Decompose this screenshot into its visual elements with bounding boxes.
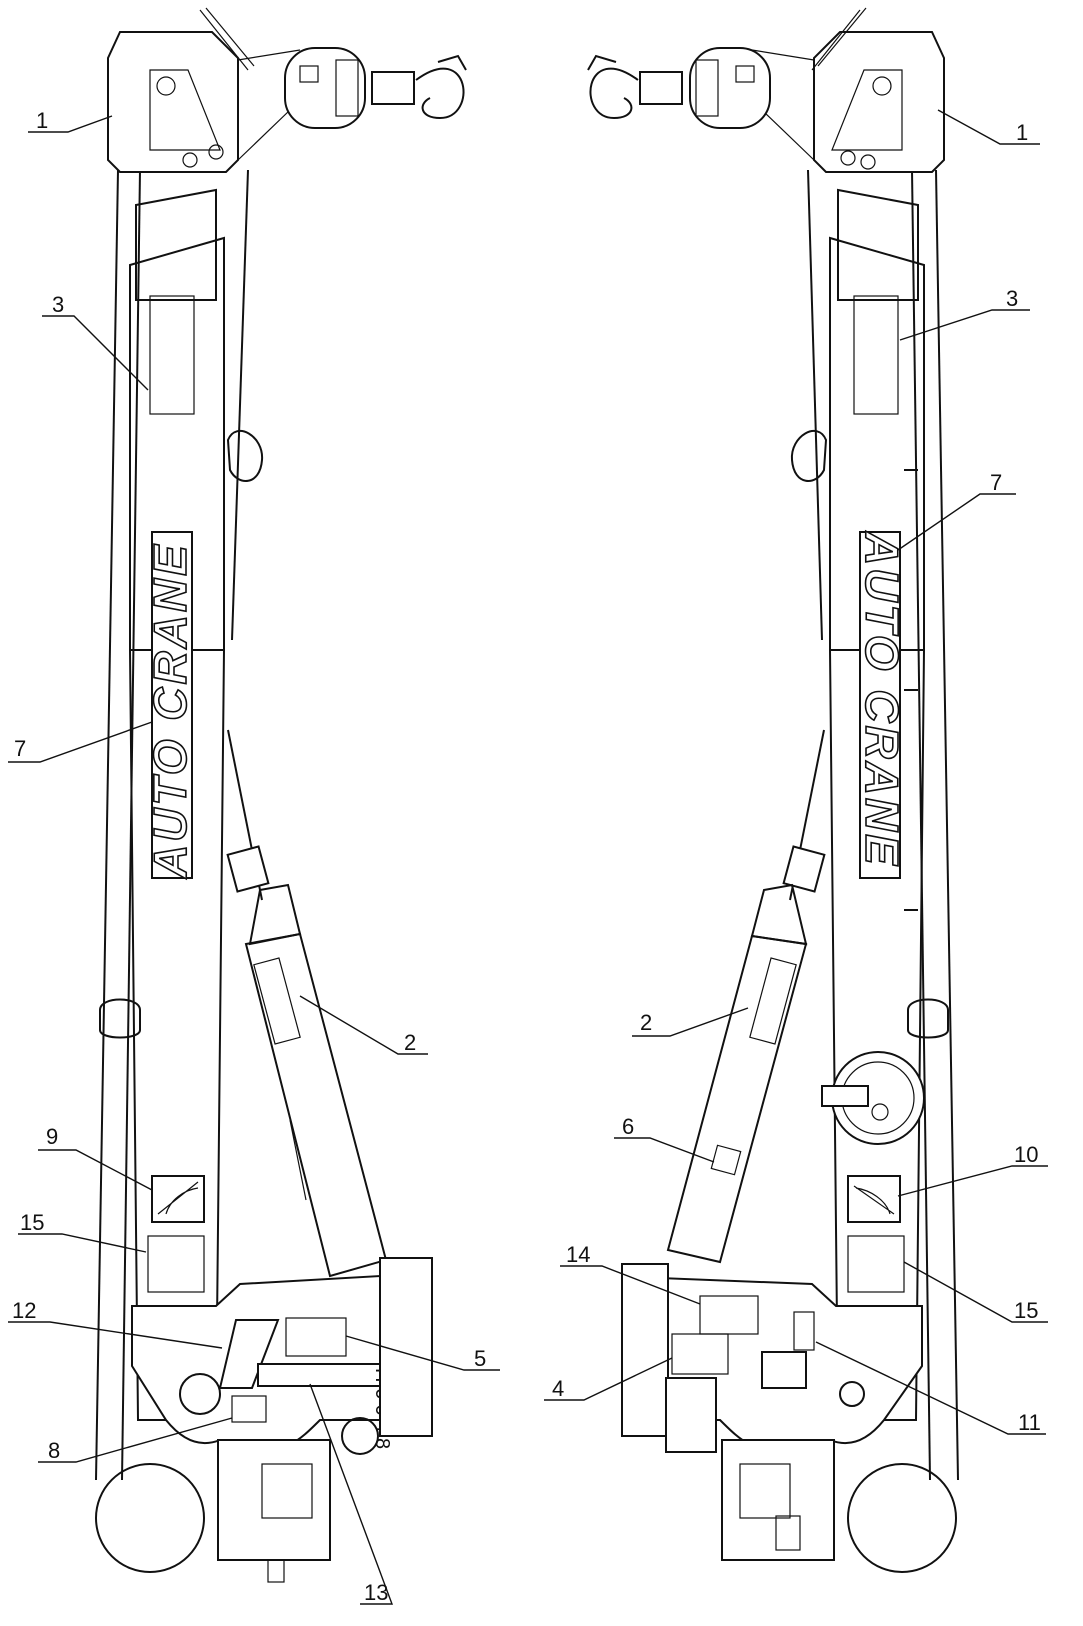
callouts-left: 1 3 7 2 9 15 12 5 8 13 (8, 108, 500, 1605)
callout-4: 4 (552, 1376, 564, 1401)
brand-text-left: AUTO CRANE (144, 542, 196, 879)
decal-11 (793, 1311, 815, 1351)
callout-15-left: 15 (20, 1210, 44, 1235)
callout-11: 11 (1018, 1410, 1041, 1435)
decal-2-left (253, 957, 301, 1045)
left-crane: AUTO CRANE H 6 0 4 8 (95, 7, 467, 1583)
emblem-12 (218, 1319, 280, 1389)
callout-1-left: 1 (36, 108, 48, 133)
brand-text-right: AUTO CRANE (856, 531, 908, 868)
callout-2-right: 2 (640, 1010, 652, 1035)
callout-8: 8 (48, 1438, 60, 1463)
decal-15-right (847, 1235, 905, 1293)
callout-3-left: 3 (52, 292, 64, 317)
selector-13 (257, 1363, 383, 1387)
decal-6 (710, 1144, 742, 1176)
callout-1-right: 1 (1016, 120, 1028, 145)
callout-7-right: 7 (990, 470, 1002, 495)
callout-12: 12 (12, 1298, 36, 1323)
callout-10: 10 (1014, 1142, 1038, 1167)
callout-13: 13 (364, 1580, 388, 1605)
callout-7-left: 7 (14, 736, 26, 761)
decal-15-left (147, 1235, 205, 1293)
decal-14 (699, 1295, 759, 1335)
callout-15-right: 15 (1014, 1298, 1038, 1323)
brand-panel-left (151, 531, 193, 879)
callout-3-right: 3 (1006, 286, 1018, 311)
callouts-right: 1 3 7 2 6 10 14 15 4 11 (544, 109, 1048, 1435)
decal-2-right (749, 957, 797, 1045)
callout-2-left: 2 (404, 1030, 416, 1055)
right-crane: AUTO CRANE (587, 7, 959, 1573)
callout-5: 5 (474, 1346, 486, 1371)
callout-9: 9 (46, 1124, 58, 1149)
angle-indicator-10 (847, 1175, 901, 1223)
callout-6: 6 (622, 1114, 634, 1139)
decal-4 (671, 1333, 729, 1375)
decal-5 (285, 1317, 347, 1357)
decal-3-right (853, 295, 899, 415)
brand-panel-right (859, 531, 901, 879)
decal-3-left (149, 295, 195, 415)
decal-8 (231, 1395, 267, 1423)
callout-14: 14 (566, 1242, 590, 1267)
